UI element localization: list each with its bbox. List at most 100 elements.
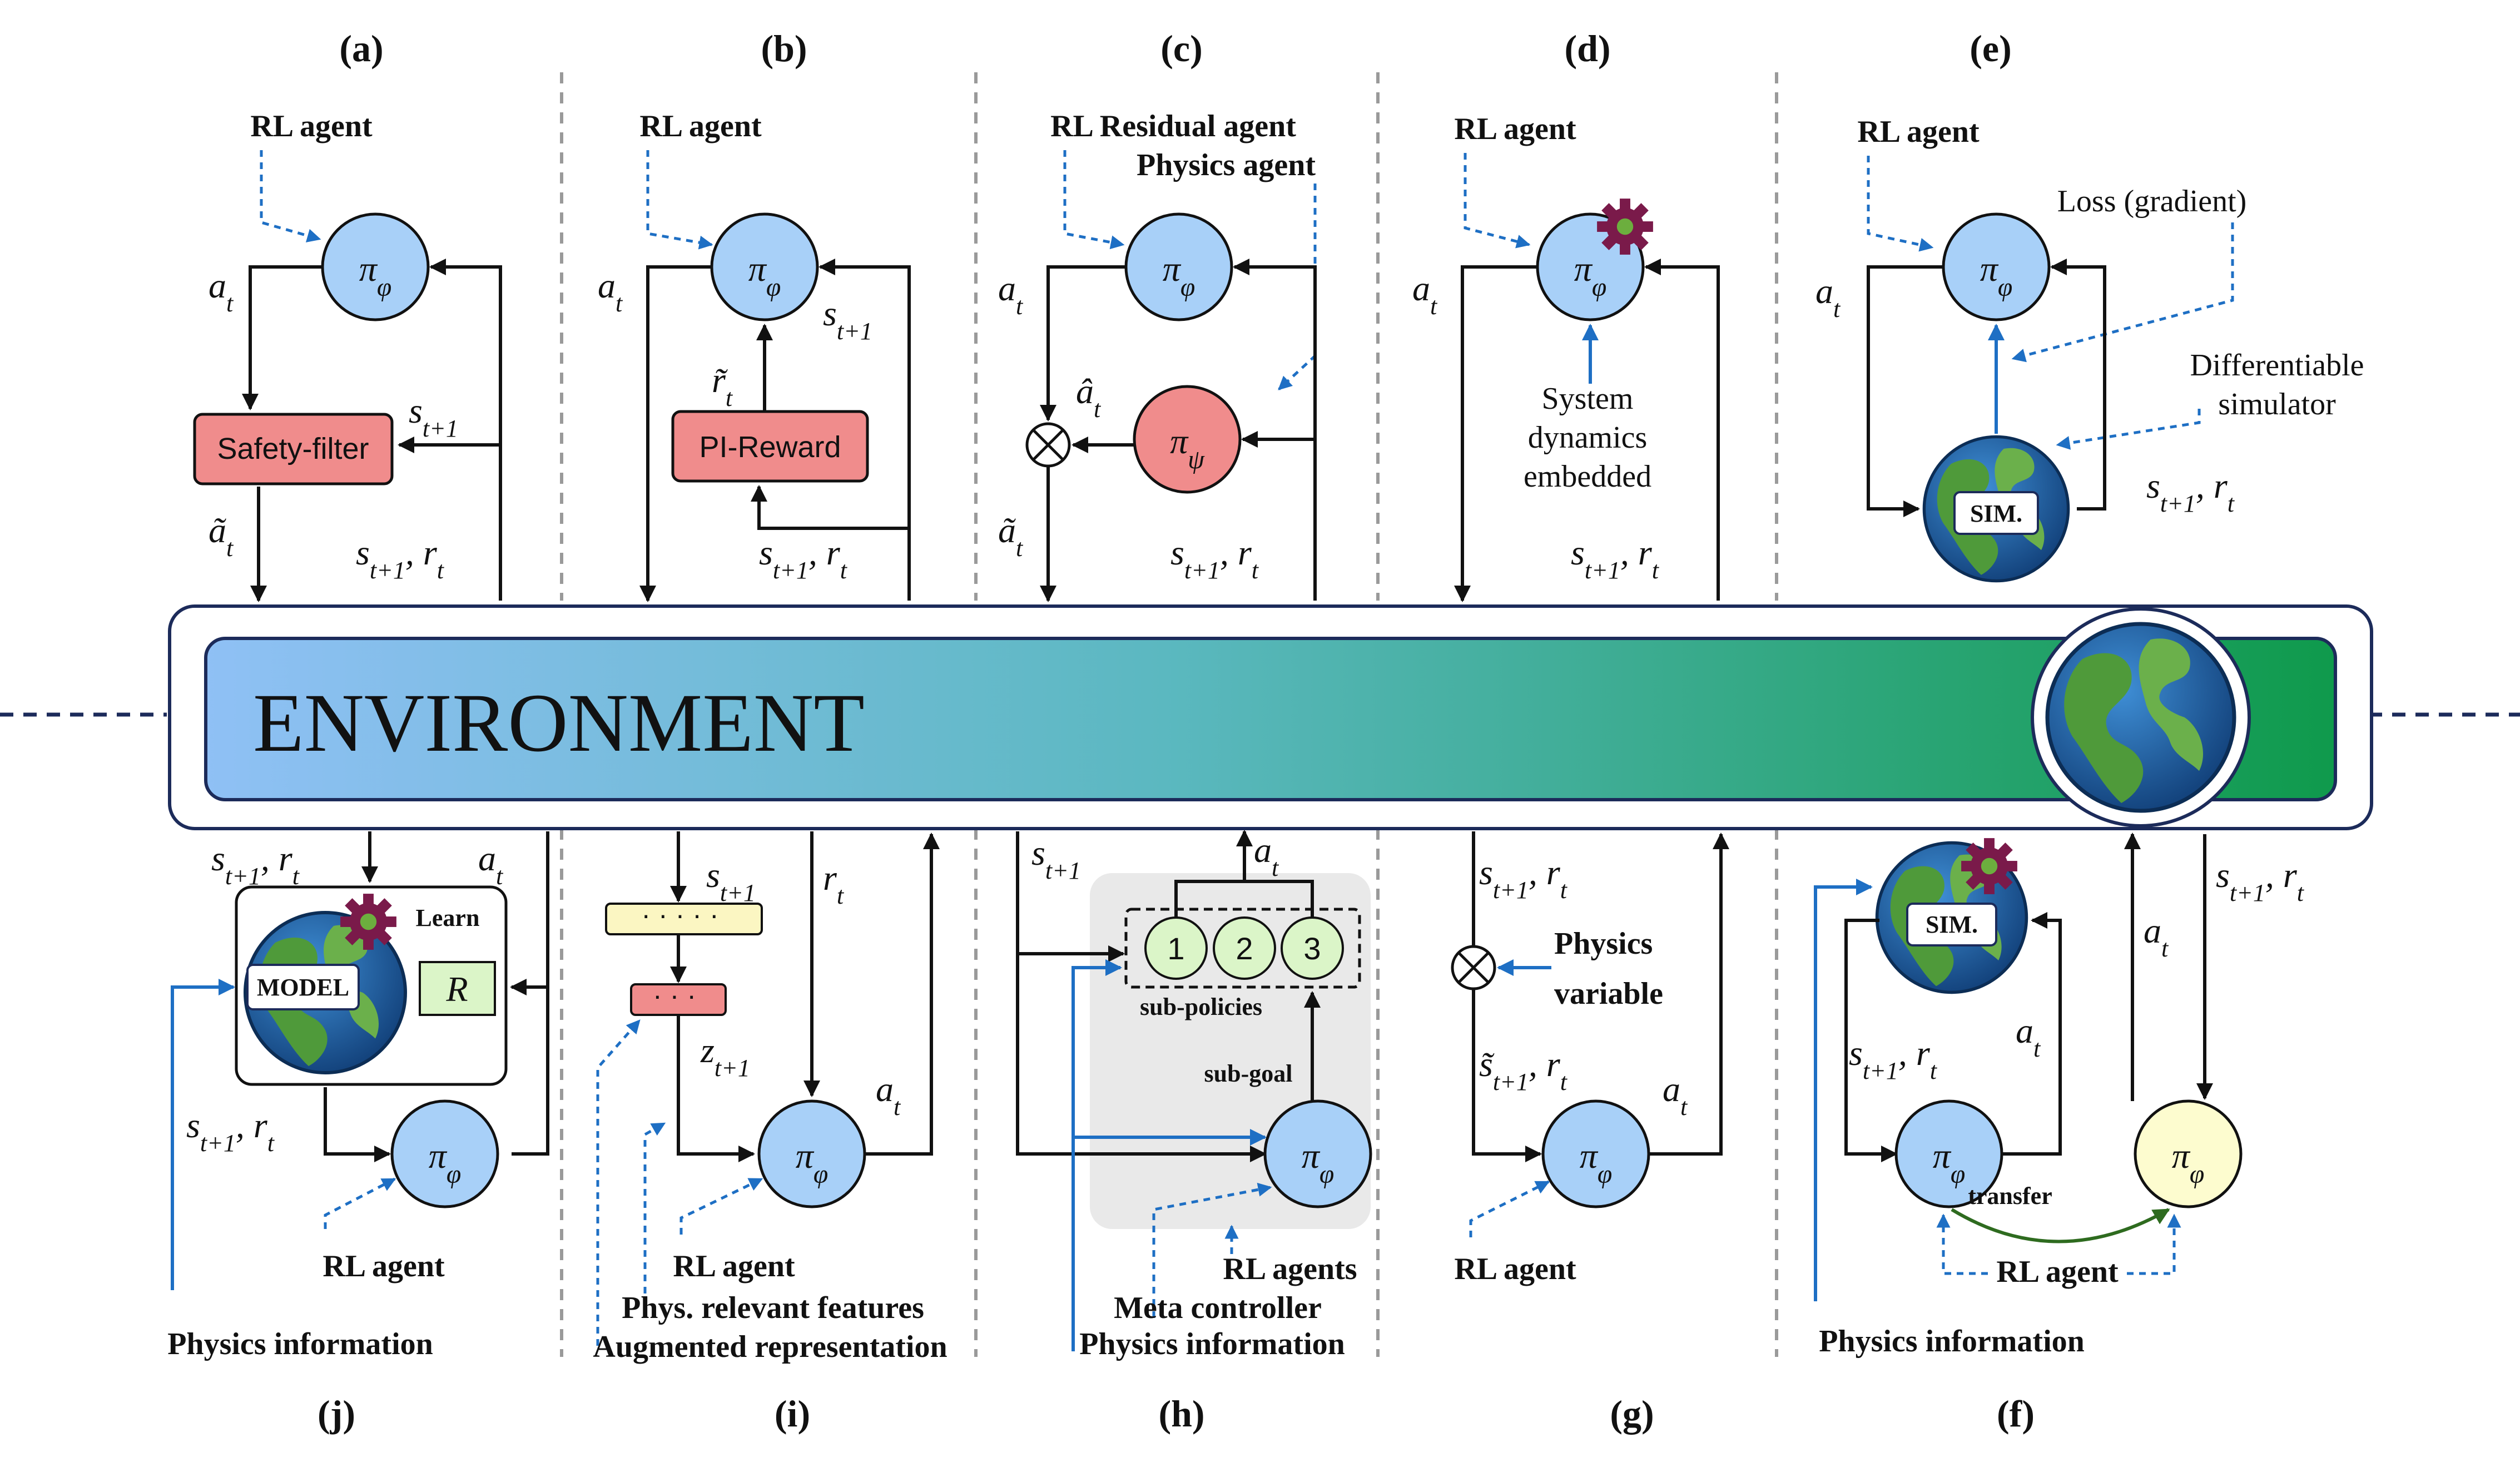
svg-text:zt+1: zt+1 — [700, 1030, 750, 1082]
svg-text:πφ: πφ — [1163, 249, 1195, 302]
svg-text:st+1, rt: st+1, rt — [759, 533, 848, 584]
rl-agent-label: RL agent — [1454, 1252, 1576, 1286]
svg-text:st+1: st+1 — [409, 391, 458, 442]
svg-text:πφ: πφ — [429, 1136, 462, 1189]
svg-text:1: 1 — [1167, 931, 1184, 966]
svg-text:at: at — [598, 266, 623, 317]
rl-agent-label: RL agent — [323, 1249, 445, 1283]
note-line-1: System — [1542, 381, 1634, 416]
svg-text:st+1: st+1 — [823, 294, 872, 345]
meta-controller-label: Meta controller — [1114, 1291, 1322, 1325]
panel-d: RL agent πφ at System dynamics embedded … — [1412, 112, 1720, 602]
physics-var-line-1: Physics — [1554, 926, 1653, 961]
physics-info-label: Physics information — [1079, 1327, 1345, 1361]
note-line-3: embedded — [1524, 459, 1651, 494]
rl-agent-label: RL agent — [639, 109, 762, 143]
svg-text:st+1, rt: st+1, rt — [356, 533, 445, 584]
sub-policies-box — [1124, 908, 1361, 989]
svg-text:rt: rt — [823, 858, 845, 909]
phys-features-label: Phys. relevant features — [622, 1291, 924, 1325]
panel-tag-i: (i) — [775, 1392, 810, 1435]
panel-h: st+1 1 2 3 at sub-policies sub-goal πφ R… — [1016, 830, 1372, 1361]
augmented-repr-label: Augmented representation — [593, 1330, 947, 1364]
svg-text:πφ: πφ — [796, 1136, 829, 1189]
svg-text:πφ: πφ — [1980, 249, 2013, 302]
sim-badge: SIM. — [1970, 500, 2022, 527]
gear-icon — [1961, 838, 2017, 894]
physics-info-label: Physics information — [1819, 1324, 2085, 1359]
svg-text:st+1, rt: st+1, rt — [1849, 1033, 1938, 1084]
rl-agents-label: RL agents — [1223, 1252, 1357, 1286]
svg-text:πφ: πφ — [1933, 1136, 1966, 1189]
panel-j: st+1, rt at MODEL Learn R st+1, rt πφ RL… — [167, 831, 549, 1361]
panel-tag-h: (h) — [1158, 1392, 1204, 1435]
panel-tag-g: (g) — [1610, 1392, 1654, 1435]
rl-agent-label: RL agent — [1996, 1255, 2119, 1289]
svg-text:πψ: πψ — [1170, 422, 1205, 474]
svg-text:πφ: πφ — [1580, 1136, 1613, 1189]
panel-tag-b: (b) — [761, 27, 807, 70]
sub-policies-label: sub-policies — [1140, 993, 1262, 1020]
svg-text:at: at — [478, 839, 504, 890]
panel-tag-j: (j) — [318, 1392, 355, 1435]
svg-text:at: at — [1815, 271, 1841, 323]
svg-text:at: at — [1663, 1069, 1688, 1121]
meta-policy-node — [1263, 1099, 1372, 1208]
svg-text:2: 2 — [1236, 931, 1253, 966]
rl-residual-agent-label: RL Residual agent — [1050, 109, 1296, 143]
svg-text:st+1, rt: st+1, rt — [2146, 466, 2235, 517]
reward-r-box — [419, 961, 496, 1016]
svg-text:ãt: ãt — [998, 511, 1024, 562]
state-vector — [605, 903, 763, 935]
panel-tag-d: (d) — [1564, 27, 1610, 70]
environment: ENVIRONMENT — [168, 604, 2373, 830]
svg-text:st+1, rt: st+1, rt — [186, 1106, 275, 1157]
diff-sim-line-2: simulator — [2218, 387, 2336, 422]
rl-agent-label: RL agent — [250, 109, 373, 143]
svg-text:ât: ât — [1076, 371, 1102, 423]
diff-sim-line-1: Differentiable — [2190, 348, 2364, 383]
panel-tag-f: (f) — [1997, 1392, 2035, 1435]
target-policy-node — [2134, 1099, 2243, 1208]
panel-tag-c: (c) — [1160, 27, 1202, 70]
sim-badge: SIM. — [1926, 911, 1978, 938]
panel-g: st+1, rt Physics variable s̃t+1, rt πφ a… — [1451, 831, 1729, 1286]
svg-text:πφ: πφ — [359, 249, 392, 302]
separators — [0, 72, 2520, 1357]
panel-b: RL agent πφ at st+1 PI-Reward r̃t st+1, … — [598, 109, 911, 602]
environment-label: ENVIRONMENT — [253, 677, 865, 769]
svg-text:r̃t: r̃t — [712, 360, 733, 412]
svg-text:3: 3 — [1303, 931, 1321, 966]
svg-text:πφ: πφ — [1302, 1136, 1335, 1189]
gear-icon — [340, 894, 396, 950]
panel-f: SIM. st+1, rt πφ at transfer πφ at st+1,… — [1814, 832, 2305, 1359]
pi-reward-label: PI-Reward — [699, 430, 841, 464]
rl-agent-label: RL agent — [1454, 112, 1576, 146]
loss-label: Loss (gradient) — [2057, 184, 2247, 219]
svg-text:s̃t+1, rt: s̃t+1, rt — [1479, 1044, 1568, 1096]
svg-text:ãt: ãt — [209, 511, 234, 562]
svg-text:st+1, rt: st+1, rt — [211, 839, 300, 890]
learn-label: Learn — [416, 904, 480, 931]
physics-var-line-2: variable — [1554, 977, 1663, 1011]
note-line-2: dynamics — [1528, 420, 1648, 455]
svg-text:at: at — [2016, 1011, 2041, 1062]
rl-agent-label: RL agent — [673, 1249, 795, 1283]
svg-text:st+1, rt: st+1, rt — [1170, 533, 1259, 584]
svg-text:st+1, rt: st+1, rt — [1571, 533, 1660, 584]
physics-agent-label: Physics agent — [1137, 148, 1316, 182]
gear-icon — [1597, 199, 1653, 255]
svg-text:st+1, rt: st+1, rt — [2216, 855, 2305, 906]
rl-agent-label: RL agent — [1857, 115, 1980, 149]
pi-reward-box — [671, 410, 869, 483]
policy-node — [390, 1099, 499, 1208]
svg-text:πφ: πφ — [2172, 1136, 2205, 1189]
svg-text:at: at — [1254, 830, 1279, 881]
physics-policy-node — [1133, 385, 1242, 494]
physics-info-label: Physics information — [167, 1327, 433, 1361]
sub-goal-label: sub-goal — [1204, 1060, 1293, 1087]
svg-text:st+1: st+1 — [706, 855, 756, 906]
svg-text:st+1, rt: st+1, rt — [1479, 853, 1568, 904]
panel-i: st+1 ····· ··· zt+1 rt πφ at RL agent Ph… — [593, 831, 948, 1364]
